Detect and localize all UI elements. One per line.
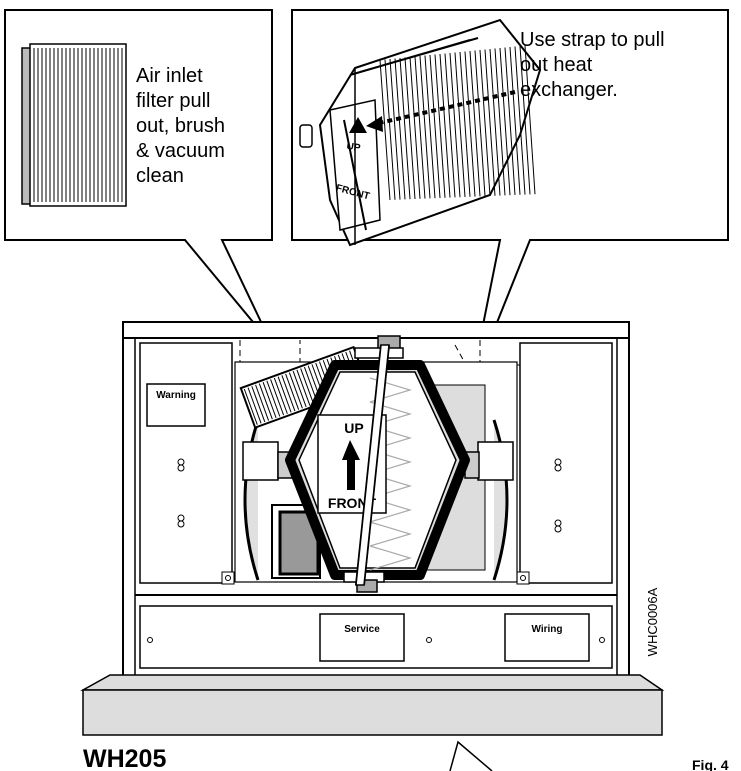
heat-exchanger-callout [291,9,729,391]
filter-instruction-line: out, brush [136,115,225,137]
drawing-code: WHC0006A [645,587,660,656]
filter-instruction-line: & vacuum [136,140,225,162]
wiring-label: Wiring [531,624,562,635]
pull-arrow [374,90,516,126]
model-label: WH205 [83,745,166,771]
filter-callout [4,9,273,346]
figure-label: Fig. 4 [692,757,729,771]
heat-exchanger: UP FRONT [285,335,470,593]
heat-exchanger-inset [299,18,542,247]
heat-exchanger-instruction-line: out heat [520,54,593,76]
heat-exchanger-instruction-line: exchanger. [520,79,618,101]
service-label: Service [344,624,380,635]
unit-drawing: Warning [80,321,665,771]
base-plinth [82,689,663,736]
warning-label-plate [146,383,206,427]
filter-icon [21,43,127,207]
heat-exchanger-instructions: Use strap to pull out heat exchanger. [520,28,665,103]
filter-instructions: Air inlet filter pull out, brush & vacuu… [136,64,225,189]
inset-up-label: UP [346,141,362,154]
heat-exchanger-instruction-line: Use strap to pull [520,29,665,51]
up-label: UP [344,420,363,436]
filter-instruction-line: clean [136,165,184,187]
wiring-label-plate [504,613,590,662]
filter-instruction-line: Air inlet [136,65,203,87]
service-label-plate [319,613,405,662]
warning-label: Warning [156,390,196,401]
filter-instruction-line: filter pull [136,90,211,112]
